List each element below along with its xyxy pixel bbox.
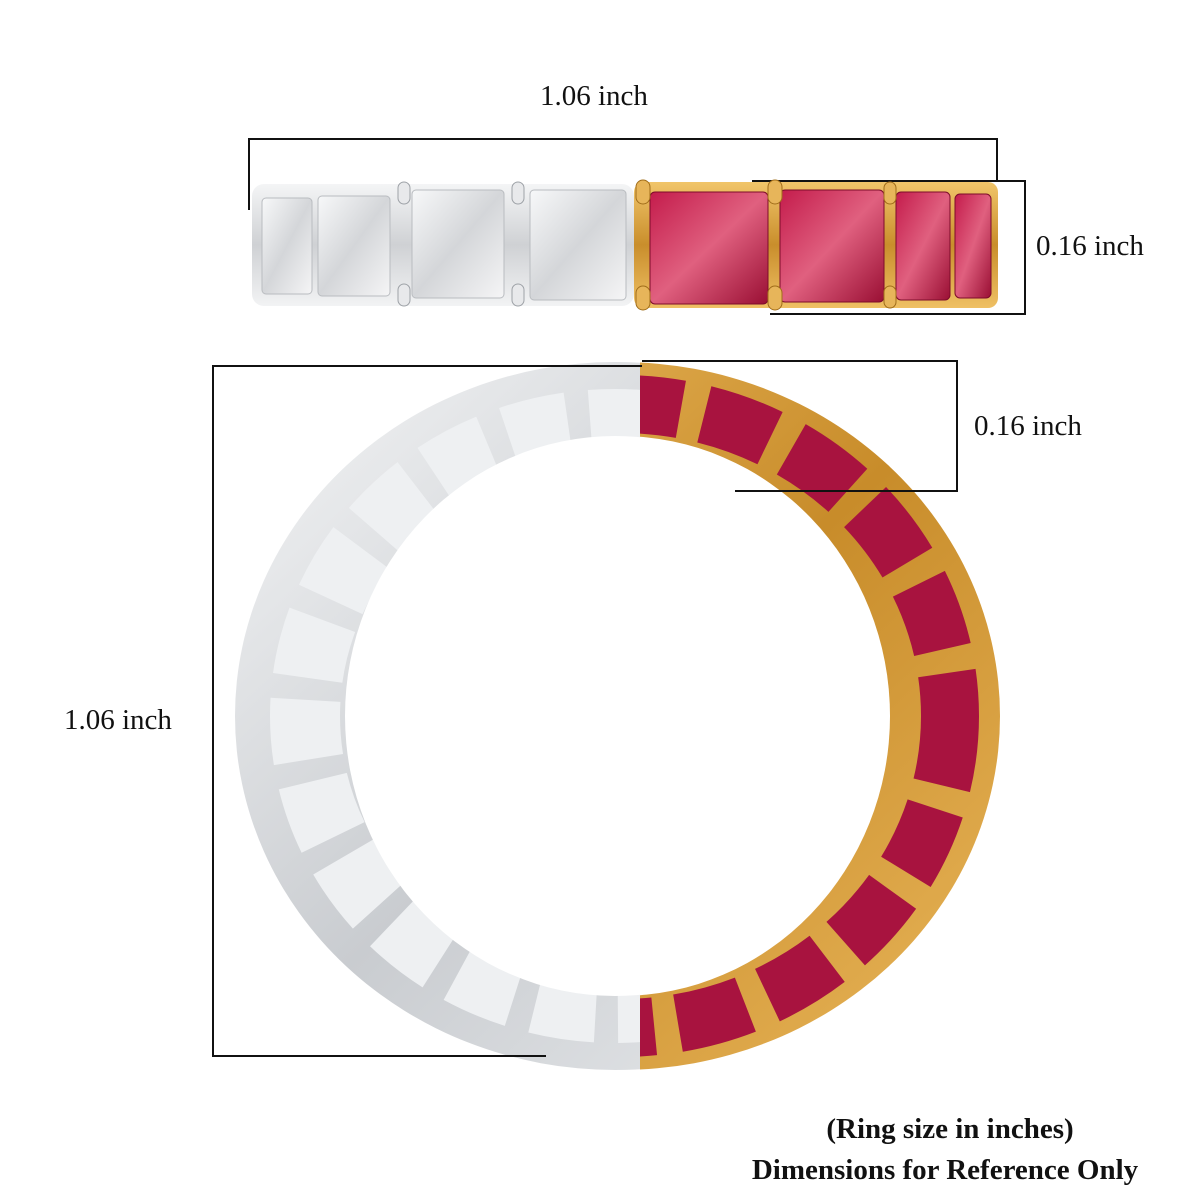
ring-band-bracket-right <box>956 360 958 492</box>
ring-band-bracket-top <box>642 360 958 362</box>
top-height-bracket-right <box>1024 180 1026 315</box>
top-width-bracket-right <box>996 138 998 182</box>
footer-ring-size-note: (Ring size in inches) <box>826 1113 1074 1145</box>
ring-height-label: 1.06 inch <box>64 704 172 736</box>
top-height-label: 0.16 inch <box>1036 230 1144 262</box>
ring-height-bracket-bottom <box>212 1055 546 1057</box>
footer-reference-note: Dimensions for Reference Only <box>751 1154 1139 1186</box>
ring-band-width-label: 0.16 inch <box>974 410 1082 442</box>
ring-band-side-image <box>252 179 998 311</box>
top-height-bracket-bottom <box>770 313 1026 315</box>
top-width-label: 1.06 inch <box>540 80 648 112</box>
ring-height-bracket-left <box>212 365 214 1057</box>
top-width-bracket-left <box>248 138 250 210</box>
ring-height-bracket-top <box>212 365 642 367</box>
ring-band-bracket-bottom <box>735 490 958 492</box>
top-height-bracket-top <box>752 180 1026 182</box>
top-width-bracket-top <box>248 138 998 140</box>
